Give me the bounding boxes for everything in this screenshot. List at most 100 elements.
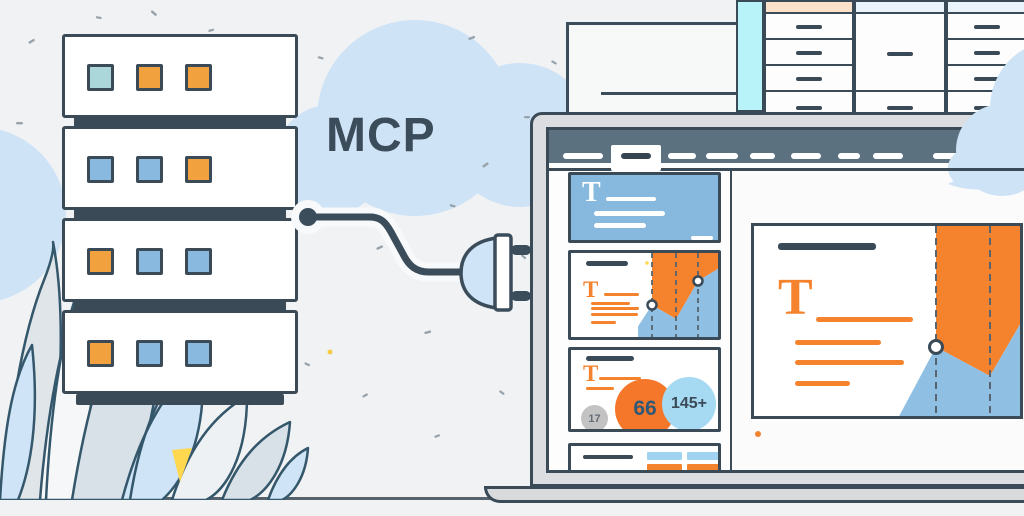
plug-prong [511,291,531,301]
drawer-handle [887,52,913,56]
main-content-panel: T [730,169,1024,470]
orange-indicator-light [136,64,163,91]
nav-menu-dash [668,153,696,159]
text-line [599,377,641,380]
nav-menu-dash [563,153,603,159]
sidebar-chart-card: T [568,250,721,340]
blue-indicator-light [87,156,114,183]
background-box-line [601,91,741,95]
text-line [594,211,665,216]
main-article-card: T [751,223,1023,419]
grid-cell-blue [687,452,718,460]
orange-indicator-light [87,248,114,275]
stat-badge-small: 17 [581,405,608,429]
yellow-speck [645,261,649,265]
nav-menu-dash [706,153,738,159]
text-line [816,317,913,322]
cloud-top-right [948,49,1024,196]
rack-connector [74,118,286,127]
nav-menu-dash [873,153,903,159]
drawer-handle [974,25,1000,29]
blue-indicator-light [136,340,163,367]
text-line [795,360,904,365]
teal-indicator-light [87,64,114,91]
blue-indicator-light [136,156,163,183]
grid-cell-orange [647,464,682,470]
drawer [764,64,854,92]
text-line [606,197,656,201]
mcp-label: MCP [326,109,436,162]
orange-dot [755,431,761,437]
server-unit-3 [62,218,298,302]
stat-value: 145+ [670,395,708,412]
power-plug [459,233,531,312]
rack-connector [74,210,286,219]
laptop-screen: T T [546,127,1024,473]
orange-indicator-light [87,340,114,367]
cloud-left [0,129,66,301]
drop-cap: T [778,269,813,326]
rack-base [76,394,284,405]
main-area-chart [899,226,1020,416]
stat-badge-large: 145+ [662,377,716,429]
chart-marker [692,275,704,287]
sidebar-footer-card [568,443,721,470]
text-line [591,313,638,316]
yellow-speck [327,349,333,355]
file-cabinet [736,0,1024,114]
nav-menu-dash [838,153,860,159]
text-line [591,302,630,305]
plug-collar [493,233,513,312]
chart-marker [928,339,944,355]
blue-indicator-light [136,248,163,275]
chrome-divider [549,168,1024,171]
orange-indicator-light [185,64,212,91]
indicator-lights [87,156,212,183]
drawer-handle [796,51,822,55]
drawer-handle [796,77,822,81]
sidebar-hero-card: T [568,172,721,243]
sidebar-area-chart [638,253,718,337]
server-unit-4 [62,310,298,394]
text-line [795,381,850,386]
chart-area-orange [936,226,1020,376]
leaf [220,420,292,500]
blue-indicator-light [185,248,212,275]
orange-indicator-light [185,156,212,183]
card-title-bar [583,455,633,459]
drawer [946,12,1024,40]
nav-menu-dash [791,153,821,159]
drawer-handle [796,25,822,29]
drop-cap: T [582,177,601,208]
chart-marker [646,299,658,311]
cable-end-dot [299,208,317,226]
drawer-handle [974,77,1000,81]
chart-area-blue [899,324,1020,416]
chart-area-orange [652,253,718,319]
text-line [591,321,616,324]
server-unit-1 [62,34,298,118]
indicator-lights [87,64,212,91]
drawer [764,12,854,40]
drawer-handle [974,51,1000,55]
stat-value: 17 [588,412,601,425]
drawer-handle [887,106,913,110]
indicator-lights [87,340,212,367]
yellow-leaf-accent [172,448,192,482]
indicator-lights [87,248,212,275]
text-line [795,340,881,345]
leaf [266,446,310,500]
power-cable [304,213,470,276]
cyan-folder [736,0,764,112]
blue-indicator-light [185,340,212,367]
server-unit-2 [62,126,298,210]
nav-menu-dash [750,153,775,159]
plug-prong [511,245,531,255]
grid-cell-orange [687,464,718,470]
plug-body [459,236,499,310]
nav-menu-dash [933,153,965,159]
leaf [0,343,37,500]
card-title-bar [586,261,628,266]
text-line [691,236,713,240]
